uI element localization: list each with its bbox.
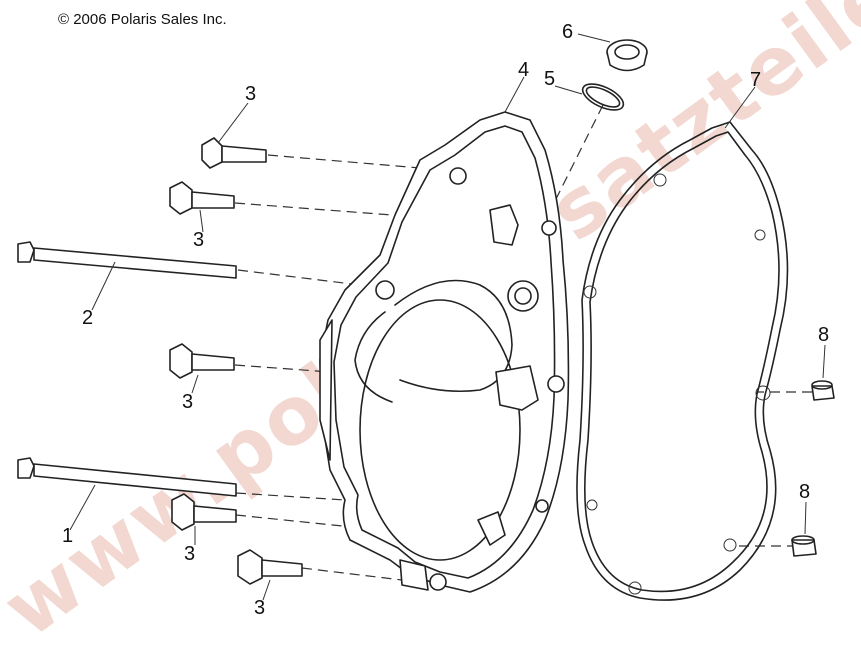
callout-4: 4 (518, 59, 529, 81)
oil-fill-cap (606, 39, 648, 72)
alignment-lines (234, 104, 812, 581)
flange-bolt-top (201, 137, 267, 169)
flange-bolt-middle (169, 343, 235, 379)
callout-7: 7 (750, 69, 761, 91)
callout-1: 1 (62, 525, 73, 547)
callout-3: 3 (245, 83, 256, 105)
dowel-pin-lower (791, 535, 817, 557)
callout-6: 6 (562, 21, 573, 43)
callout-3: 3 (193, 229, 204, 251)
crankcase-cover (319, 111, 570, 593)
flange-bolt-second (169, 181, 235, 215)
gasket (576, 121, 789, 601)
copyright-notice: © 2006 Polaris Sales Inc. (58, 11, 227, 28)
flange-bolt-lower (171, 493, 237, 531)
long-bolt-2 (17, 241, 237, 279)
o-ring (581, 83, 625, 111)
callout-8: 8 (818, 324, 829, 346)
callout-8: 8 (799, 481, 810, 503)
callout-5: 5 (544, 68, 555, 90)
dowel-pin-upper (811, 380, 835, 401)
callout-3: 3 (254, 597, 265, 619)
leader-lines (69, 33, 826, 601)
long-bolt-1 (17, 457, 237, 497)
flange-bolt-bottom (237, 549, 303, 585)
callout-2: 2 (82, 307, 93, 329)
callout-3: 3 (182, 391, 193, 413)
callout-3: 3 (184, 543, 195, 565)
callout-labels: 3 3 2 3 1 3 3 4 5 6 7 8 8 (62, 21, 829, 619)
